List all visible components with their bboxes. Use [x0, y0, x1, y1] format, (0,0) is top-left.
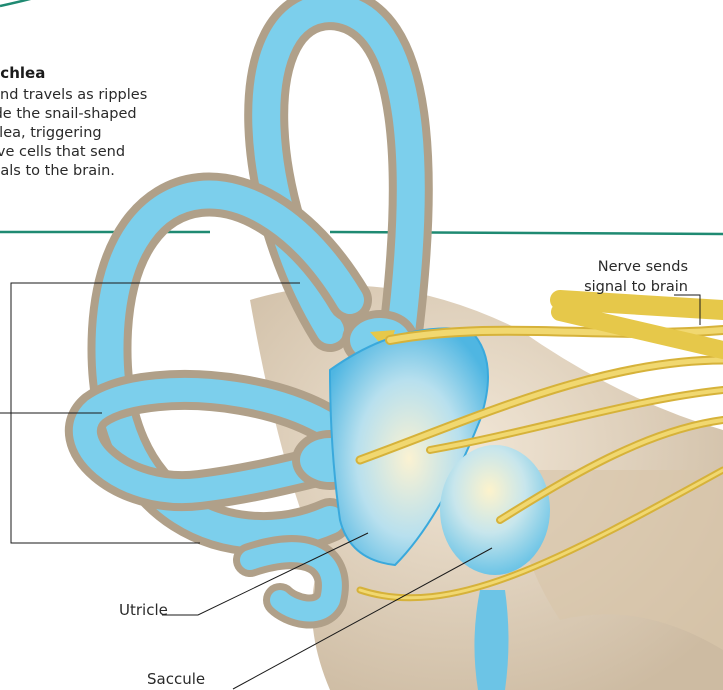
cochlea-text-line: chlea, triggering: [0, 124, 102, 144]
cochlea-text-line: gnals to the brain.: [0, 162, 115, 182]
cochlea-text-line: side the snail-shaped: [0, 105, 137, 125]
cochlea-text-line: erve cells that send: [0, 143, 125, 163]
nerve-label-line1: Nerve sends: [598, 258, 688, 278]
utricle-label: Utricle: [119, 601, 168, 619]
cochlea-title: ochlea: [0, 64, 45, 82]
saccule-label: Saccule: [147, 670, 205, 688]
nerve-label-line2: signal to brain: [584, 278, 688, 298]
cochlea-text-line: ound travels as ripples: [0, 86, 147, 106]
